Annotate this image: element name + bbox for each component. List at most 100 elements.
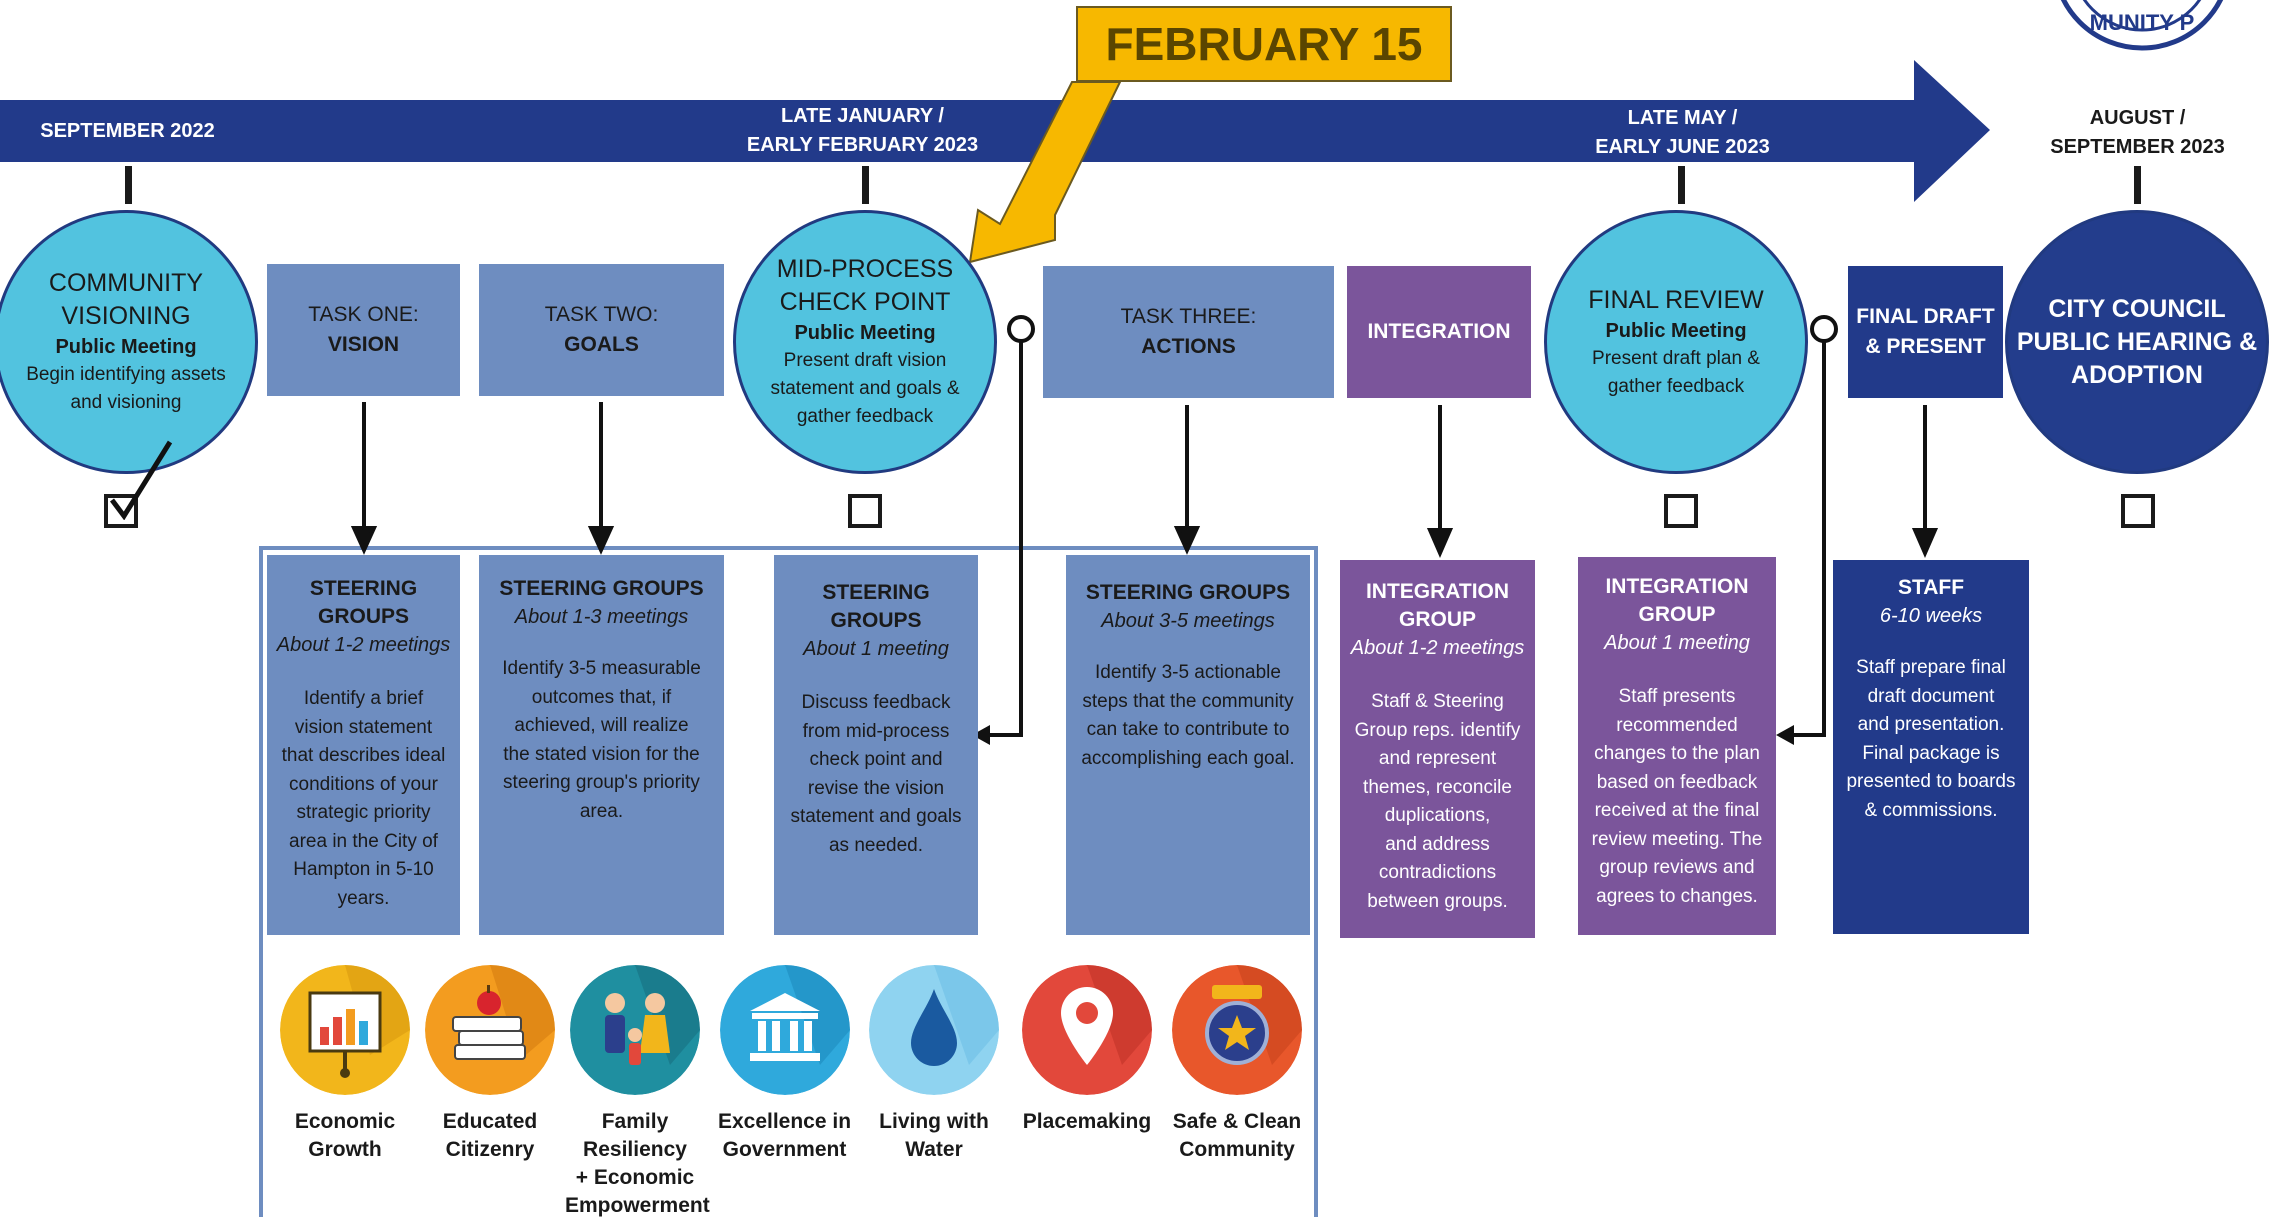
tick-line-jan-feb-2023: [862, 166, 869, 204]
milestone-final-review: FINAL REVIEW Public Meeting Present draf…: [1544, 210, 1808, 474]
body-line: conditions of your: [289, 773, 438, 795]
body-line: themes, reconcile: [1363, 776, 1512, 798]
body-line: steps that the community: [1082, 690, 1294, 712]
milestone-city-council: CITY COUNCIL PUBLIC HEARING & ADOPTION: [2005, 210, 2269, 474]
body-line: and address: [1385, 833, 1490, 855]
body-line: draft document: [1867, 685, 1995, 707]
body-line: that describes ideal: [281, 745, 446, 766]
water-drop-icon: [869, 965, 999, 1095]
body-line: as needed.: [828, 834, 924, 856]
body-line: Identify 3-5 actionable: [1095, 662, 1281, 683]
callout-label: FEBRUARY 15: [1105, 18, 1423, 70]
svg-text:MUNITY P: MUNITY P: [2090, 10, 2195, 35]
body-line: the stated vision for the: [503, 743, 700, 765]
community-plan-logo: MUNITY P: [2060, 0, 2224, 51]
category-safe-clean-community: Safe & Clean Community: [1162, 965, 1312, 1164]
checkmark-icon: [110, 440, 173, 520]
tick-line-may-jun-2023: [1678, 166, 1685, 204]
final-draft-box: FINAL DRAFT & PRESENT: [1848, 266, 2003, 398]
integration-group-box-2: INTEGRATION GROUP About 1 meeting Staff …: [1578, 557, 1776, 935]
body-line: area in the City of: [289, 830, 438, 852]
body-line: Identify 3-5 measurable: [502, 658, 701, 679]
date-sep-2022: SEPTEMBER 2022: [40, 120, 215, 142]
steering-groups-vision-box: STEERING GROUPS About 1-2 meetings Ident…: [267, 555, 460, 935]
category-placemaking: Placemaking: [1017, 965, 1157, 1136]
body-line: and represent: [1378, 748, 1497, 769]
category-economic-growth: Economic Growth: [275, 965, 415, 1164]
tick-line-sep-2022: [125, 166, 132, 204]
callout-box: FEBRUARY 15: [1076, 6, 1452, 82]
body-line: duplications,: [1384, 805, 1491, 826]
body-line: Staff & Steering: [1371, 691, 1504, 712]
body-line: recommended: [1616, 714, 1738, 736]
category-excellence-government: Excellence in Government: [712, 965, 857, 1164]
body-line: outcomes that, if: [531, 686, 672, 708]
body-line: presented to boards: [1846, 771, 2016, 792]
body-line: from mid-process: [802, 720, 950, 742]
timeline-arrow-bar: [0, 60, 1990, 202]
body-line: accomplishing each goal.: [1081, 747, 1295, 769]
checkbox-midprocess[interactable]: [848, 494, 882, 528]
body-line: agrees to changes.: [1596, 885, 1758, 907]
body-line: contradictions: [1378, 862, 1497, 883]
body-line: between groups.: [1367, 890, 1508, 912]
loop-start-finalreview: [1810, 315, 1838, 343]
presentation-chart-icon: [280, 965, 410, 1095]
tick-line-aug-sep-2023: [2134, 166, 2141, 204]
steering-groups-goals-body: Identify 3-5 measurable outcomes that, if…: [494, 655, 709, 826]
body-line: review meeting. The: [1591, 828, 1763, 850]
task-three-box: TASK THREE: ACTIONS: [1043, 266, 1334, 398]
government-building-icon: [719, 965, 850, 1095]
body-line: Identify a brief: [303, 688, 424, 709]
milestone-community-visioning: COMMUNITY VISIONING Public Meeting Begin…: [0, 210, 258, 474]
police-badge-icon: [1172, 965, 1302, 1095]
integration-group-box-1: INTEGRATION GROUP About 1-2 meetings Sta…: [1340, 560, 1535, 938]
body-line: Group reps. identify: [1354, 719, 1521, 741]
body-line: Final package is: [1862, 742, 2000, 764]
task-two-box: TASK TWO: GOALS: [479, 264, 724, 396]
body-line: years.: [337, 887, 390, 909]
steering-groups-goals-box: STEERING GROUPS About 1-3 meetings Ident…: [479, 555, 724, 935]
steering-groups-revise-box: STEERING GROUPS About 1 meeting Discuss …: [774, 555, 978, 935]
body-line: Discuss feedback: [801, 692, 951, 713]
map-pin-icon: [1022, 965, 1152, 1095]
body-line: & commissions.: [1864, 799, 1998, 821]
body-line: based on feedback: [1596, 771, 1758, 793]
category-educated-citizenry: Educated Citizenry: [420, 965, 560, 1164]
body-line: vision statement: [294, 716, 433, 738]
body-line: revise the vision: [807, 777, 945, 799]
steering-groups-container: [259, 546, 1318, 1217]
checkbox-finalreview[interactable]: [1664, 494, 1698, 528]
body-line: achieved, will realize: [514, 715, 689, 736]
books-apple-icon: [425, 965, 555, 1095]
checkbox-council[interactable]: [2121, 494, 2155, 528]
loop-arrow-finalreview: [1792, 341, 1826, 737]
steering-groups-actions-box: STEERING GROUPS About 3-5 meetings Ident…: [1066, 555, 1310, 935]
body-line: and presentation.: [1857, 714, 2005, 735]
steering-groups-actions-body: Identify 3-5 actionable steps that the co…: [1073, 659, 1302, 773]
date-jan-feb-2023: LATE JANUARY / EARLY FEBRUARY 2023: [746, 105, 979, 156]
milestone-mid-process: MID-PROCESS CHECK POINT Public Meeting P…: [733, 210, 997, 474]
date-aug-sep-2023: AUGUST / SEPTEMBER 2023: [2050, 107, 2225, 158]
staff-body: Staff prepare final draft document and pre…: [1838, 654, 2023, 825]
family-icon: [570, 965, 700, 1095]
category-family-resiliency: Family Resiliency + Economic Empowerment: [565, 965, 710, 1220]
body-line: strategic priority: [296, 802, 431, 823]
body-line: can take to contribute to: [1086, 719, 1290, 740]
body-line: statement and goals: [790, 806, 962, 827]
integration-box: INTEGRATION: [1347, 266, 1531, 398]
body-line: group reviews and: [1599, 857, 1755, 878]
body-line: steering group's priority: [503, 772, 700, 793]
body-line: changes to the plan: [1594, 743, 1760, 764]
body-line: Staff prepare final: [1856, 657, 2006, 678]
category-living-with-water: Living with Water: [864, 965, 1004, 1164]
task-one-box: TASK ONE: VISION: [267, 264, 460, 396]
loop-start-midprocess: [1007, 315, 1035, 343]
steering-groups-vision-body: Identify a brief vision statement that des…: [274, 685, 454, 913]
date-may-jun-2023: LATE MAY / EARLY JUNE 2023: [1595, 107, 1770, 158]
callout-arrow: [968, 81, 1122, 264]
